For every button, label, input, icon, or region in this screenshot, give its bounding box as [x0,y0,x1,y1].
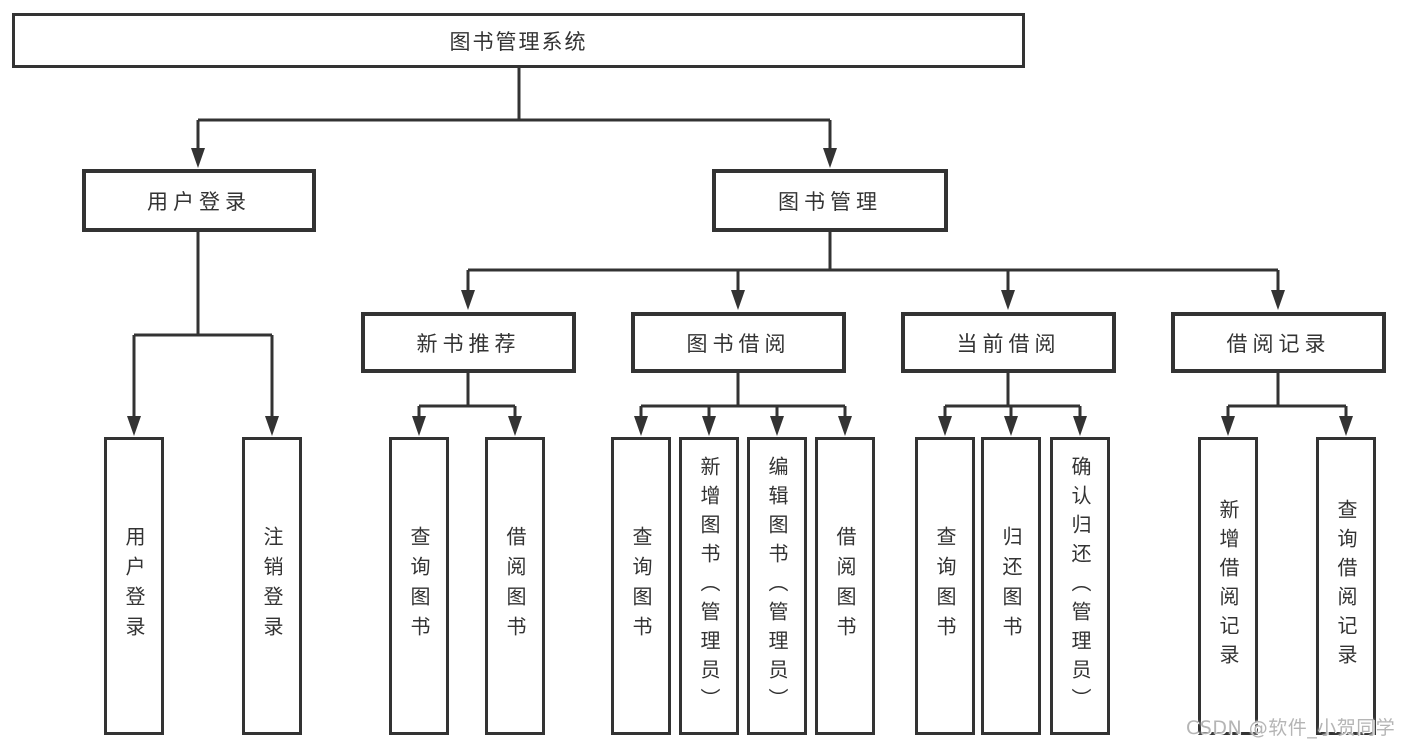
leaf-borrow-edit-books-admin-label: 编辑图书（管理员） [765,455,789,717]
leaf-records-query-record-label: 查询借阅记录 [1334,499,1358,673]
node-root: 图书管理系统 [12,13,1025,68]
node-new-book-recommend-label: 新书推荐 [416,331,521,356]
node-book-management-label: 图书管理 [778,189,882,214]
leaf-current-query-books: 查询图书 [915,437,975,735]
node-borrow-records: 借阅记录 [1171,312,1386,373]
node-book-borrow-label: 图书借阅 [686,331,791,356]
leaf-logout: 注销登录 [242,437,302,735]
node-new-book-recommend: 新书推荐 [361,312,576,373]
leaf-records-add-record: 新增借阅记录 [1198,437,1258,735]
leaf-borrow-add-books-admin: 新增图书（管理员） [679,437,739,735]
leaf-current-confirm-return-admin-label: 确认归还（管理员） [1068,455,1092,717]
leaf-user-login: 用户登录 [104,437,164,735]
leaf-borrow-edit-books-admin: 编辑图书（管理员） [747,437,807,735]
connector-book-management-to-level3 [461,231,1285,310]
connector-current-borrow-to-children [938,373,1087,436]
connector-new-book-to-children [412,373,522,436]
connector-book-borrow-to-children [634,373,852,436]
connector-borrow-records-to-children [1221,373,1353,436]
connector-user-login-to-children [127,231,279,436]
node-current-borrow-label: 当前借阅 [956,331,1061,356]
leaf-borrow-borrow-books-label: 借阅图书 [833,526,857,646]
leaf-current-query-books-label: 查询图书 [933,526,957,646]
leaf-current-return-books-label: 归还图书 [999,526,1023,646]
leaf-current-return-books: 归还图书 [981,437,1041,735]
leaf-recommend-query-books: 查询图书 [389,437,449,735]
leaf-recommend-borrow-books: 借阅图书 [485,437,545,735]
node-current-borrow: 当前借阅 [901,312,1116,373]
leaf-recommend-query-books-label: 查询图书 [407,526,431,646]
node-borrow-records-label: 借阅记录 [1226,331,1331,356]
node-book-borrow: 图书借阅 [631,312,846,373]
node-user-login: 用户登录 [82,169,316,232]
node-root-label: 图书管理系统 [449,29,588,54]
leaf-borrow-borrow-books: 借阅图书 [815,437,875,735]
node-user-login-label: 用户登录 [147,189,251,214]
leaf-records-add-record-label: 新增借阅记录 [1216,499,1240,673]
leaf-current-confirm-return-admin: 确认归还（管理员） [1050,437,1110,735]
leaf-user-login-label: 用户登录 [122,526,146,646]
watermark-text: CSDN @软件_小贺同学 [1186,717,1396,739]
leaf-records-query-record: 查询借阅记录 [1316,437,1376,735]
node-book-management: 图书管理 [712,169,948,232]
leaf-logout-label: 注销登录 [260,526,284,646]
leaf-borrow-query-books-label: 查询图书 [629,526,653,646]
leaf-borrow-query-books: 查询图书 [611,437,671,735]
leaf-recommend-borrow-books-label: 借阅图书 [503,526,527,646]
leaf-borrow-add-books-admin-label: 新增图书（管理员） [697,455,721,717]
connector-root-to-level2 [191,68,837,168]
